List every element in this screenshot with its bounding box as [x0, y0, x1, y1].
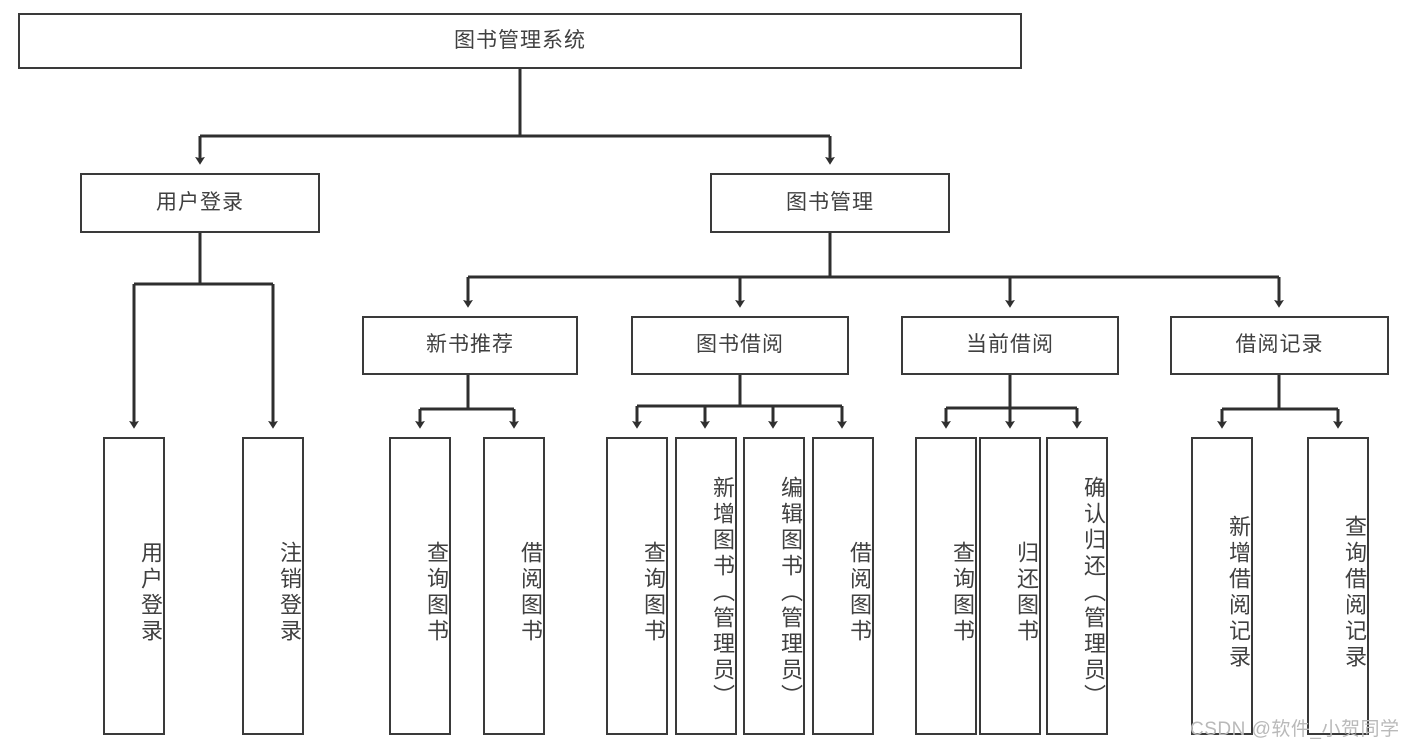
node-root[interactable]: 图书管理系统	[18, 13, 1022, 69]
node-user-login[interactable]: 用户登录	[80, 173, 320, 233]
node-label: 查询图书	[950, 541, 975, 645]
leaf-edit-book-admin[interactable]: 编辑图书（管理员）	[743, 437, 805, 735]
leaf-query-book-borrow[interactable]: 查询图书	[606, 437, 668, 735]
leaf-add-book-admin[interactable]: 新增图书（管理员）	[675, 437, 737, 735]
node-book-management[interactable]: 图书管理	[710, 173, 950, 233]
leaf-borrow-book[interactable]: 借阅图书	[812, 437, 874, 735]
node-label: 用户登录	[156, 190, 244, 214]
node-label: 查询借阅记录	[1342, 515, 1367, 671]
node-label: 新书推荐	[426, 333, 514, 357]
leaf-confirm-return-admin[interactable]: 确认归还（管理员）	[1046, 437, 1108, 735]
node-label: 注销登录	[277, 541, 302, 645]
node-label: 当前借阅	[966, 333, 1054, 357]
node-label: 借阅图书	[847, 541, 872, 645]
leaf-return-book[interactable]: 归还图书	[979, 437, 1041, 735]
node-label: 图书管理系统	[454, 28, 586, 52]
leaf-logout[interactable]: 注销登录	[242, 437, 304, 735]
node-label: 归还图书	[1014, 541, 1039, 645]
leaf-add-borrow-record[interactable]: 新增借阅记录	[1191, 437, 1253, 735]
node-book-borrowing[interactable]: 图书借阅	[631, 316, 849, 375]
node-label: 图书管理	[786, 190, 874, 214]
leaf-query-book-current[interactable]: 查询图书	[915, 437, 977, 735]
node-label: 新增图书（管理员）	[710, 476, 735, 710]
node-new-book-recommendation[interactable]: 新书推荐	[362, 316, 578, 375]
node-borrowing-records[interactable]: 借阅记录	[1170, 316, 1389, 375]
node-label: 借阅记录	[1235, 333, 1324, 357]
leaf-borrow-book-recommend[interactable]: 借阅图书	[483, 437, 545, 735]
node-label: 新增借阅记录	[1226, 515, 1251, 671]
node-label: 借阅图书	[518, 541, 543, 645]
node-label: 查询图书	[424, 541, 449, 645]
node-label: 确认归还（管理员）	[1081, 476, 1106, 710]
node-label: 查询图书	[641, 541, 666, 645]
leaf-user-login[interactable]: 用户登录	[103, 437, 165, 735]
leaf-query-book-recommend[interactable]: 查询图书	[389, 437, 451, 735]
leaf-query-borrow-record[interactable]: 查询借阅记录	[1307, 437, 1369, 735]
node-current-borrowing[interactable]: 当前借阅	[901, 316, 1119, 375]
csdn-watermark: CSDN @软件_小贺同学	[1190, 719, 1400, 740]
node-label: 图书借阅	[696, 333, 784, 357]
node-label: 编辑图书（管理员）	[778, 476, 803, 710]
node-label: 用户登录	[138, 541, 163, 645]
